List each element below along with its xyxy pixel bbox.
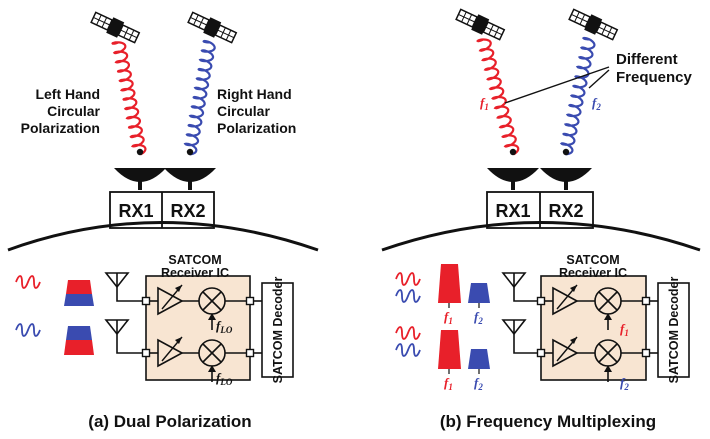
ic-label-line2: Receiver IC [161,266,229,280]
lhcp-label-line2: Circular [47,103,100,119]
spectrum-f1-bottom [438,330,461,369]
dish-antenna-icon [487,168,539,190]
spectrum-dual-bottom [64,326,94,355]
satcom-decoder-box [657,282,690,378]
beam-helix [183,39,216,156]
earth-horizon [381,221,701,252]
spectrum-label-f1-bottom: f1 [444,375,453,392]
feed-point [509,148,517,156]
annotation-line [504,66,610,104]
lo-label-bottom: fLO [216,370,233,387]
annotation-line2: Frequency [616,69,693,86]
lhcp-label-line1: Left Hand [35,86,100,102]
spectrum-label-f1-top: f1 [444,309,453,326]
annotation-line [588,69,610,89]
earth-horizon [7,221,319,252]
blue-polarization-icon [15,323,41,337]
rx2-label: RX2 [170,201,205,221]
satellite-icon [89,8,142,47]
lo-label-bottom: f2 [620,375,629,392]
ic-label-line2: Receiver IC [559,266,627,280]
input-port [141,296,151,306]
ic-label-line1: SATCOM [566,253,619,267]
output-port [641,348,651,358]
lo-label-top: f1 [620,321,629,338]
caption-a: (a) Dual Polarization [88,412,251,431]
feed-point [136,148,144,156]
beam-f1-label: f1 [480,95,489,112]
satellite-icon [454,5,507,44]
rhcp-label-line1: Right Hand [217,86,292,102]
blue-polarization-icon [395,343,421,357]
dish-antenna-icon [540,168,592,190]
output-port [245,348,255,358]
lo-label-top: fLO [216,318,233,335]
red-polarization-icon [395,272,421,286]
satcom-decoder-box [261,282,294,378]
input-port [536,296,546,306]
lhcp-label-line3: Polarization [21,120,100,136]
panel-a: Left Hand Circular Polarization Right Ha… [7,8,319,431]
f2-beam [559,36,596,156]
ic-label-line1: SATCOM [168,253,221,267]
panel-b: f1 f2 Different Frequency RX1 RX2 f1 f2 … [381,5,701,431]
decoder-label: SATCOM Decoder [271,277,285,384]
rhcp-beam [183,39,216,156]
beam-helix [111,41,147,156]
satellite-icon [567,5,620,44]
rx1-label: RX1 [118,201,153,221]
antenna-icon [105,272,129,296]
antenna-icon [502,272,526,296]
output-port [245,296,255,306]
spectrum-dual-top [64,280,94,306]
beam-f2-label: f2 [592,95,601,112]
feed-point [186,148,194,156]
feed-point [562,148,570,156]
spectrum-label-f2-top: f2 [474,309,483,326]
rhcp-label-line2: Circular [217,103,270,119]
antenna-icon [105,319,129,343]
lhcp-beam [111,41,147,156]
rx1-label: RX1 [495,201,530,221]
output-port [641,296,651,306]
spectrum-f2-top [468,283,490,303]
beam-helix [476,38,520,156]
dish-antenna-icon [164,168,216,190]
spectrum-label-f2-bottom: f2 [474,375,483,392]
antenna-icon [502,319,526,343]
input-port [536,348,546,358]
satellite-icon [186,8,239,47]
annotation-line1: Different [616,51,678,68]
red-polarization-icon [15,275,41,289]
rhcp-label-line3: Polarization [217,120,296,136]
blue-polarization-icon [395,289,421,303]
spectrum-f1-top [438,264,461,303]
beam-helix [559,36,596,156]
f1-beam [476,38,520,156]
decoder-label: SATCOM Decoder [667,277,681,384]
caption-b: (b) Frequency Multiplexing [440,412,656,431]
rx2-label: RX2 [548,201,583,221]
red-polarization-icon [395,326,421,340]
input-port [141,348,151,358]
dish-antenna-icon [114,168,166,190]
spectrum-f2-bottom [468,349,490,369]
